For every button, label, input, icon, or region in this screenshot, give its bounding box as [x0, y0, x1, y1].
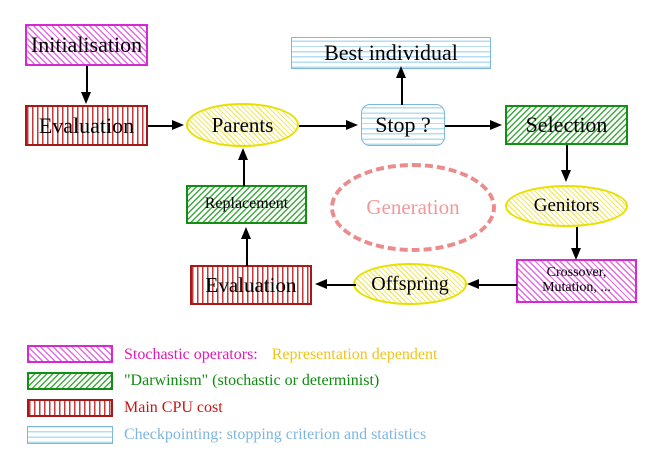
- node-parents[interactable]: Parents: [186, 103, 299, 147]
- edge-evaluation-replacement: [246, 234, 248, 266]
- node-generation: Generation: [330, 163, 496, 252]
- edge-replacement-parents: [243, 155, 245, 186]
- node-offspring[interactable]: Offspring: [353, 263, 467, 305]
- edge-crossover-offspring: [478, 284, 517, 286]
- arrowhead-right-stop: [346, 120, 358, 130]
- legend-label-darwinism: "Darwinism" (stochastic or determinist): [124, 372, 380, 389]
- legend-swatch-stochastic: [27, 345, 113, 363]
- node-initialisation[interactable]: Initialisation: [25, 24, 148, 66]
- arrowhead-up-replacement: [241, 227, 251, 239]
- arrowhead-right-parents: [172, 120, 184, 130]
- node-genitors[interactable]: Genitors: [505, 185, 628, 227]
- arrowhead-left-offspring: [467, 279, 479, 289]
- legend-swatch-cpu-cost: [27, 399, 113, 417]
- arrowhead-down-crossover: [571, 248, 581, 260]
- node-crossover-mutation[interactable]: Crossover, Mutation, ...: [516, 259, 637, 303]
- node-evaluation-top[interactable]: Evaluation: [25, 105, 148, 146]
- arrowhead-down-genitors: [561, 170, 571, 182]
- arrowhead-left-evaluation-bottom: [315, 279, 327, 289]
- node-replacement[interactable]: Replacement: [186, 185, 307, 224]
- edge-stop-best-individual: [401, 72, 403, 105]
- edge-stop-selection: [445, 125, 491, 127]
- legend-swatch-checkpointing: [27, 426, 113, 444]
- arrowhead-down-initialisation: [81, 92, 91, 104]
- legend-swatch-darwinism: [27, 372, 113, 390]
- arrowhead-up-best-individual: [396, 66, 406, 78]
- arrowhead-up-parents: [238, 148, 248, 160]
- edge-initialisation-evaluation: [86, 66, 88, 95]
- node-selection[interactable]: Selection: [505, 105, 628, 145]
- edge-selection-genitors: [566, 145, 568, 173]
- node-evaluation-bottom[interactable]: Evaluation: [190, 265, 312, 305]
- legend-text-stochastic: Stochastic operators:: [124, 346, 258, 363]
- arrowhead-right-selection: [490, 120, 502, 130]
- edge-offspring-evaluation: [326, 284, 356, 286]
- node-stop[interactable]: Stop ?: [361, 104, 445, 146]
- node-best-individual[interactable]: Best individual: [291, 37, 491, 69]
- legend-label-cpu-cost: Main CPU cost: [124, 399, 223, 416]
- edge-genitors-crossover: [576, 227, 578, 253]
- edge-parents-stop: [299, 125, 347, 127]
- legend-label-stochastic: Stochastic operators: Representation depe…: [124, 346, 437, 364]
- legend-label-checkpointing: Checkpointing: stopping criterion and st…: [124, 426, 427, 443]
- edge-evaluation-parents: [148, 125, 176, 127]
- legend-text-representation: Representation dependent: [271, 346, 438, 363]
